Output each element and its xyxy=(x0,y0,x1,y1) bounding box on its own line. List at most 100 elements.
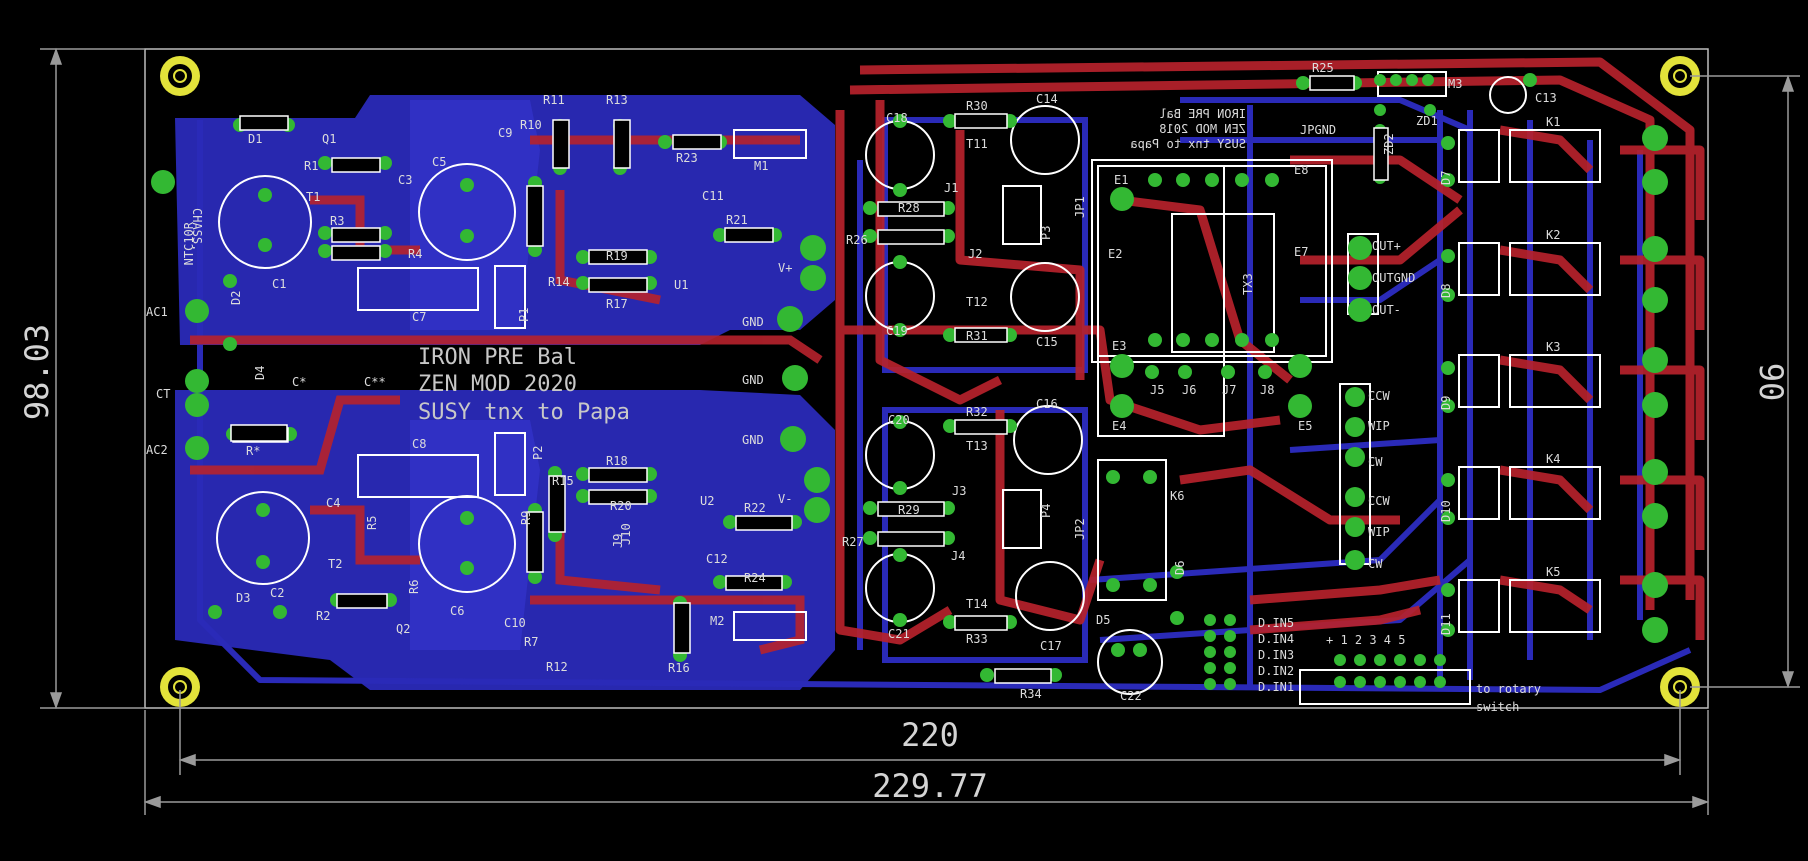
d2-label: D2 xyxy=(229,291,243,305)
p3-label: P3 xyxy=(1039,226,1053,240)
d5-label: D5 xyxy=(1096,613,1110,627)
c13-label: C13 xyxy=(1535,91,1557,105)
dimension-lines xyxy=(40,47,1800,815)
c-double-star-label: C** xyxy=(364,375,386,389)
r28-label: R28 xyxy=(898,201,920,215)
din4-label: D.IN4 xyxy=(1258,632,1294,646)
j4-label: J4 xyxy=(951,549,965,563)
rotary-label-line1: to rotary xyxy=(1476,682,1541,696)
board-title-line3: SUSY tnx to Papa xyxy=(418,400,630,425)
r5-label: R5 xyxy=(365,516,379,530)
r4-label: R4 xyxy=(408,247,422,261)
d9-label: D9 xyxy=(1439,396,1453,410)
r29-label: R29 xyxy=(898,503,920,517)
j3-label: J3 xyxy=(952,484,966,498)
d3-label: D3 xyxy=(236,591,250,605)
board-title-line2: ZEN MOD 2020 xyxy=(418,372,577,397)
d7-label: D7 xyxy=(1439,171,1453,185)
c17-label: C17 xyxy=(1040,639,1062,653)
k6-label: K6 xyxy=(1170,489,1184,503)
p1-label: P1 xyxy=(517,308,531,322)
out-minus-label: OUT- xyxy=(1372,303,1401,317)
r22-label: R22 xyxy=(744,501,766,515)
board-title-line1: IRON PRE Bal xyxy=(418,345,577,370)
ac1-label: AC1 xyxy=(146,305,168,319)
c4-label: C4 xyxy=(326,496,340,510)
e8-label: E8 xyxy=(1294,163,1308,177)
r20-label: R20 xyxy=(610,499,632,513)
width-dimension-label: 229.77 xyxy=(872,767,988,805)
jp2-label: JP2 xyxy=(1073,518,1087,540)
u2-label: U2 xyxy=(700,494,714,508)
p2-label: P2 xyxy=(531,446,545,460)
zd2-label: ZD2 xyxy=(1382,133,1396,155)
c12-label: C12 xyxy=(706,552,728,566)
r17-label: R17 xyxy=(606,297,628,311)
v-plus-label: V+ xyxy=(778,261,792,275)
c7-label: C7 xyxy=(412,310,426,324)
r9-label: R9 xyxy=(519,511,533,525)
cw-label-1: CW xyxy=(1368,455,1383,469)
r7-label: R7 xyxy=(524,635,538,649)
r14-label: R14 xyxy=(548,275,570,289)
c6-label: C6 xyxy=(450,604,464,618)
top-traces-left xyxy=(190,135,823,655)
din2-label: D.IN2 xyxy=(1258,664,1294,678)
component-labels: C1 C2 C5 C6 C3 C4 C7 C8 C9 C10 C11 C12 C… xyxy=(229,61,1560,703)
d8-label: D8 xyxy=(1439,284,1453,298)
r24-label: R24 xyxy=(744,571,766,585)
height-dimension-label: 98.03 xyxy=(18,324,56,420)
board-outline xyxy=(144,48,1709,709)
c22-label: C22 xyxy=(1120,689,1142,703)
k4-label: K4 xyxy=(1546,452,1560,466)
c5-label: C5 xyxy=(432,155,446,169)
mirrored-title-group: IRON PRE Bal ZEN MOD 2018 SUSY tnx to Pa… xyxy=(1130,107,1246,151)
r6-label: R6 xyxy=(407,580,421,594)
c9-label: C9 xyxy=(498,126,512,140)
r18-label: R18 xyxy=(606,454,628,468)
cw-label-2: CW xyxy=(1368,557,1383,571)
r21-label: R21 xyxy=(726,213,748,227)
resistor-bodies xyxy=(230,75,1389,684)
r11-label: R11 xyxy=(543,93,565,107)
d6-label: D6 xyxy=(1173,561,1187,575)
e2-label: E2 xyxy=(1108,247,1122,261)
c1-label: C1 xyxy=(272,277,286,291)
u1-label: U1 xyxy=(674,278,688,292)
out-plus-label: OUT+ xyxy=(1372,239,1401,253)
wip-label-2: WIP xyxy=(1368,525,1390,539)
inner-height-dimension-label: 90 xyxy=(1752,363,1790,402)
gnd-label-2: GND xyxy=(742,373,764,387)
e5-label: E5 xyxy=(1298,419,1312,433)
c16-label: C16 xyxy=(1036,397,1058,411)
e1-label: E1 xyxy=(1114,173,1128,187)
c14-label: C14 xyxy=(1036,92,1058,106)
k5-label: K5 xyxy=(1546,565,1560,579)
j1-label: J1 xyxy=(944,181,958,195)
m1-label: M1 xyxy=(754,159,768,173)
inner-width-dimension-label: 220 xyxy=(901,716,959,754)
j5-label: J5 xyxy=(1150,383,1164,397)
t14-label: T14 xyxy=(966,597,988,611)
mirror-title-line1: IRON PRE Bal xyxy=(1159,107,1246,121)
gnd-label-3: GND xyxy=(742,433,764,447)
d11-label: D11 xyxy=(1439,613,1453,635)
zd1-label: ZD1 xyxy=(1416,114,1438,128)
pads xyxy=(151,73,1668,657)
r31-label: R31 xyxy=(966,329,988,343)
j7-label: J7 xyxy=(1222,383,1236,397)
r-star-label: R* xyxy=(246,444,260,458)
r1-label: R1 xyxy=(304,159,318,173)
c20-label: C20 xyxy=(888,413,910,427)
r25-label: R25 xyxy=(1312,61,1334,75)
k3-label: K3 xyxy=(1546,340,1560,354)
ccw-label-1: CCW xyxy=(1368,389,1390,403)
r33-label: R33 xyxy=(966,632,988,646)
r27-label: R27 xyxy=(842,535,864,549)
t2-label: T2 xyxy=(328,557,342,571)
t13-label: T13 xyxy=(966,439,988,453)
d10-label: D10 xyxy=(1439,500,1453,522)
r16-label: R16 xyxy=(668,661,690,675)
